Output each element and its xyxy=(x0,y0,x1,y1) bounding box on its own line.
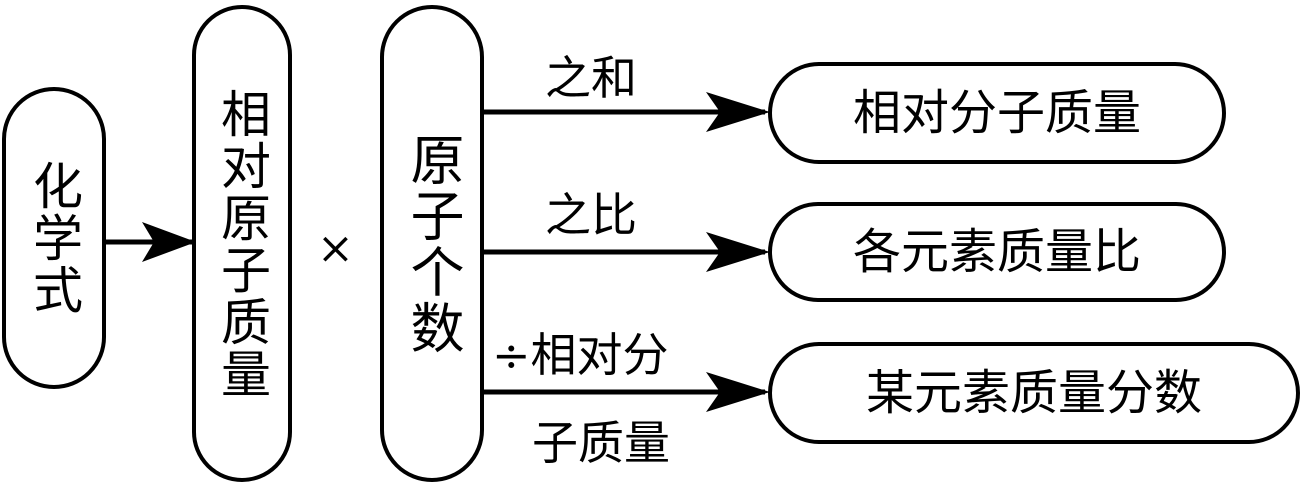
relative-atomic-mass-label: 相对原子质量 xyxy=(213,87,271,400)
arrowhead-2 xyxy=(706,92,770,132)
divide-edge-label-line1: ÷相对分 xyxy=(492,328,669,382)
multiply-operator: × xyxy=(317,223,354,274)
ratio-edge-label: 之比 xyxy=(545,188,637,242)
sum-edge-label: 之和 xyxy=(545,51,637,105)
element-mass-fraction-label: 某元素质量分数 xyxy=(865,365,1202,421)
arrowhead-4 xyxy=(706,372,770,412)
atom-count-label: 原子个数 xyxy=(401,131,464,356)
relative-molecular-mass-label: 相对分子质量 xyxy=(852,85,1141,141)
arrowhead-3 xyxy=(706,232,770,272)
element-mass-ratio-label: 各元素质量比 xyxy=(852,224,1141,280)
divide-edge-label-line2: 子质量 xyxy=(532,416,670,470)
arrowhead-1 xyxy=(142,222,196,262)
element-mass-ratio-node: 各元素质量比 xyxy=(768,202,1226,302)
element-mass-fraction-node: 某元素质量分数 xyxy=(768,342,1300,444)
atom-count-node: 原子个数 xyxy=(380,5,484,482)
relative-molecular-mass-node: 相对分子质量 xyxy=(768,62,1226,164)
chemical-formula-label: 化学式 xyxy=(25,160,83,316)
relative-atomic-mass-node: 相对原子质量 xyxy=(192,5,292,482)
chemical-formula-node: 化学式 xyxy=(2,87,106,389)
